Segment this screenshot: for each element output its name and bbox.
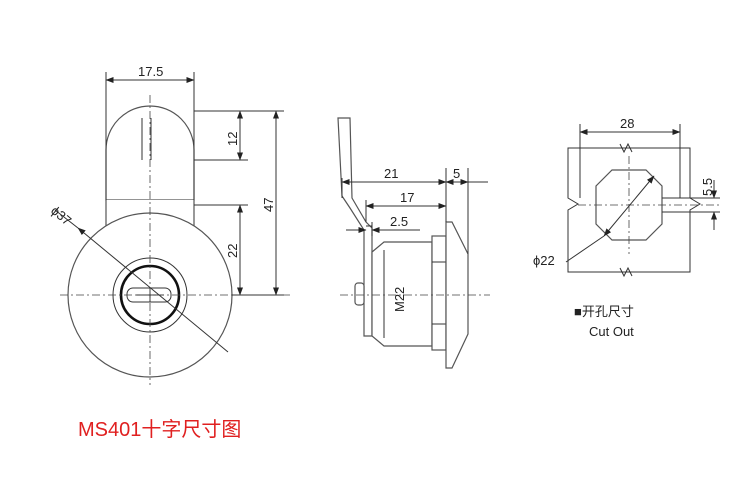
cutout-view [565, 124, 720, 278]
hex-nut [431, 235, 447, 351]
side-length-b-label: 17 [400, 190, 414, 205]
front-view [54, 72, 290, 385]
cutout-label-en: Cut Out [589, 324, 634, 339]
side-offset-label: 2.5 [390, 214, 408, 229]
panel-outline [567, 147, 701, 273]
side-thread-label: M22 [392, 287, 407, 312]
cutout-label-cn: ■开孔尺寸 [574, 304, 634, 319]
side-length-a-label: 21 [384, 166, 398, 181]
cutout-width-label: 28 [620, 116, 634, 131]
drawing-title: MS401十字尺寸图 [78, 419, 242, 441]
front-overall-height-label: 47 [261, 198, 276, 212]
cam-tongue [105, 105, 195, 201]
front-tongue-height-label: 12 [225, 132, 240, 146]
side-view [337, 117, 490, 369]
front-center-height-label: 22 [225, 244, 240, 258]
side-flange-label: 5 [453, 166, 460, 181]
front-width-label: 17.5 [138, 64, 163, 79]
front-diameter-label: ϕ37 [48, 203, 74, 228]
cutout-diameter-label: ϕ22 [533, 253, 555, 268]
cutout-flat-label: 5.5 [700, 178, 715, 196]
